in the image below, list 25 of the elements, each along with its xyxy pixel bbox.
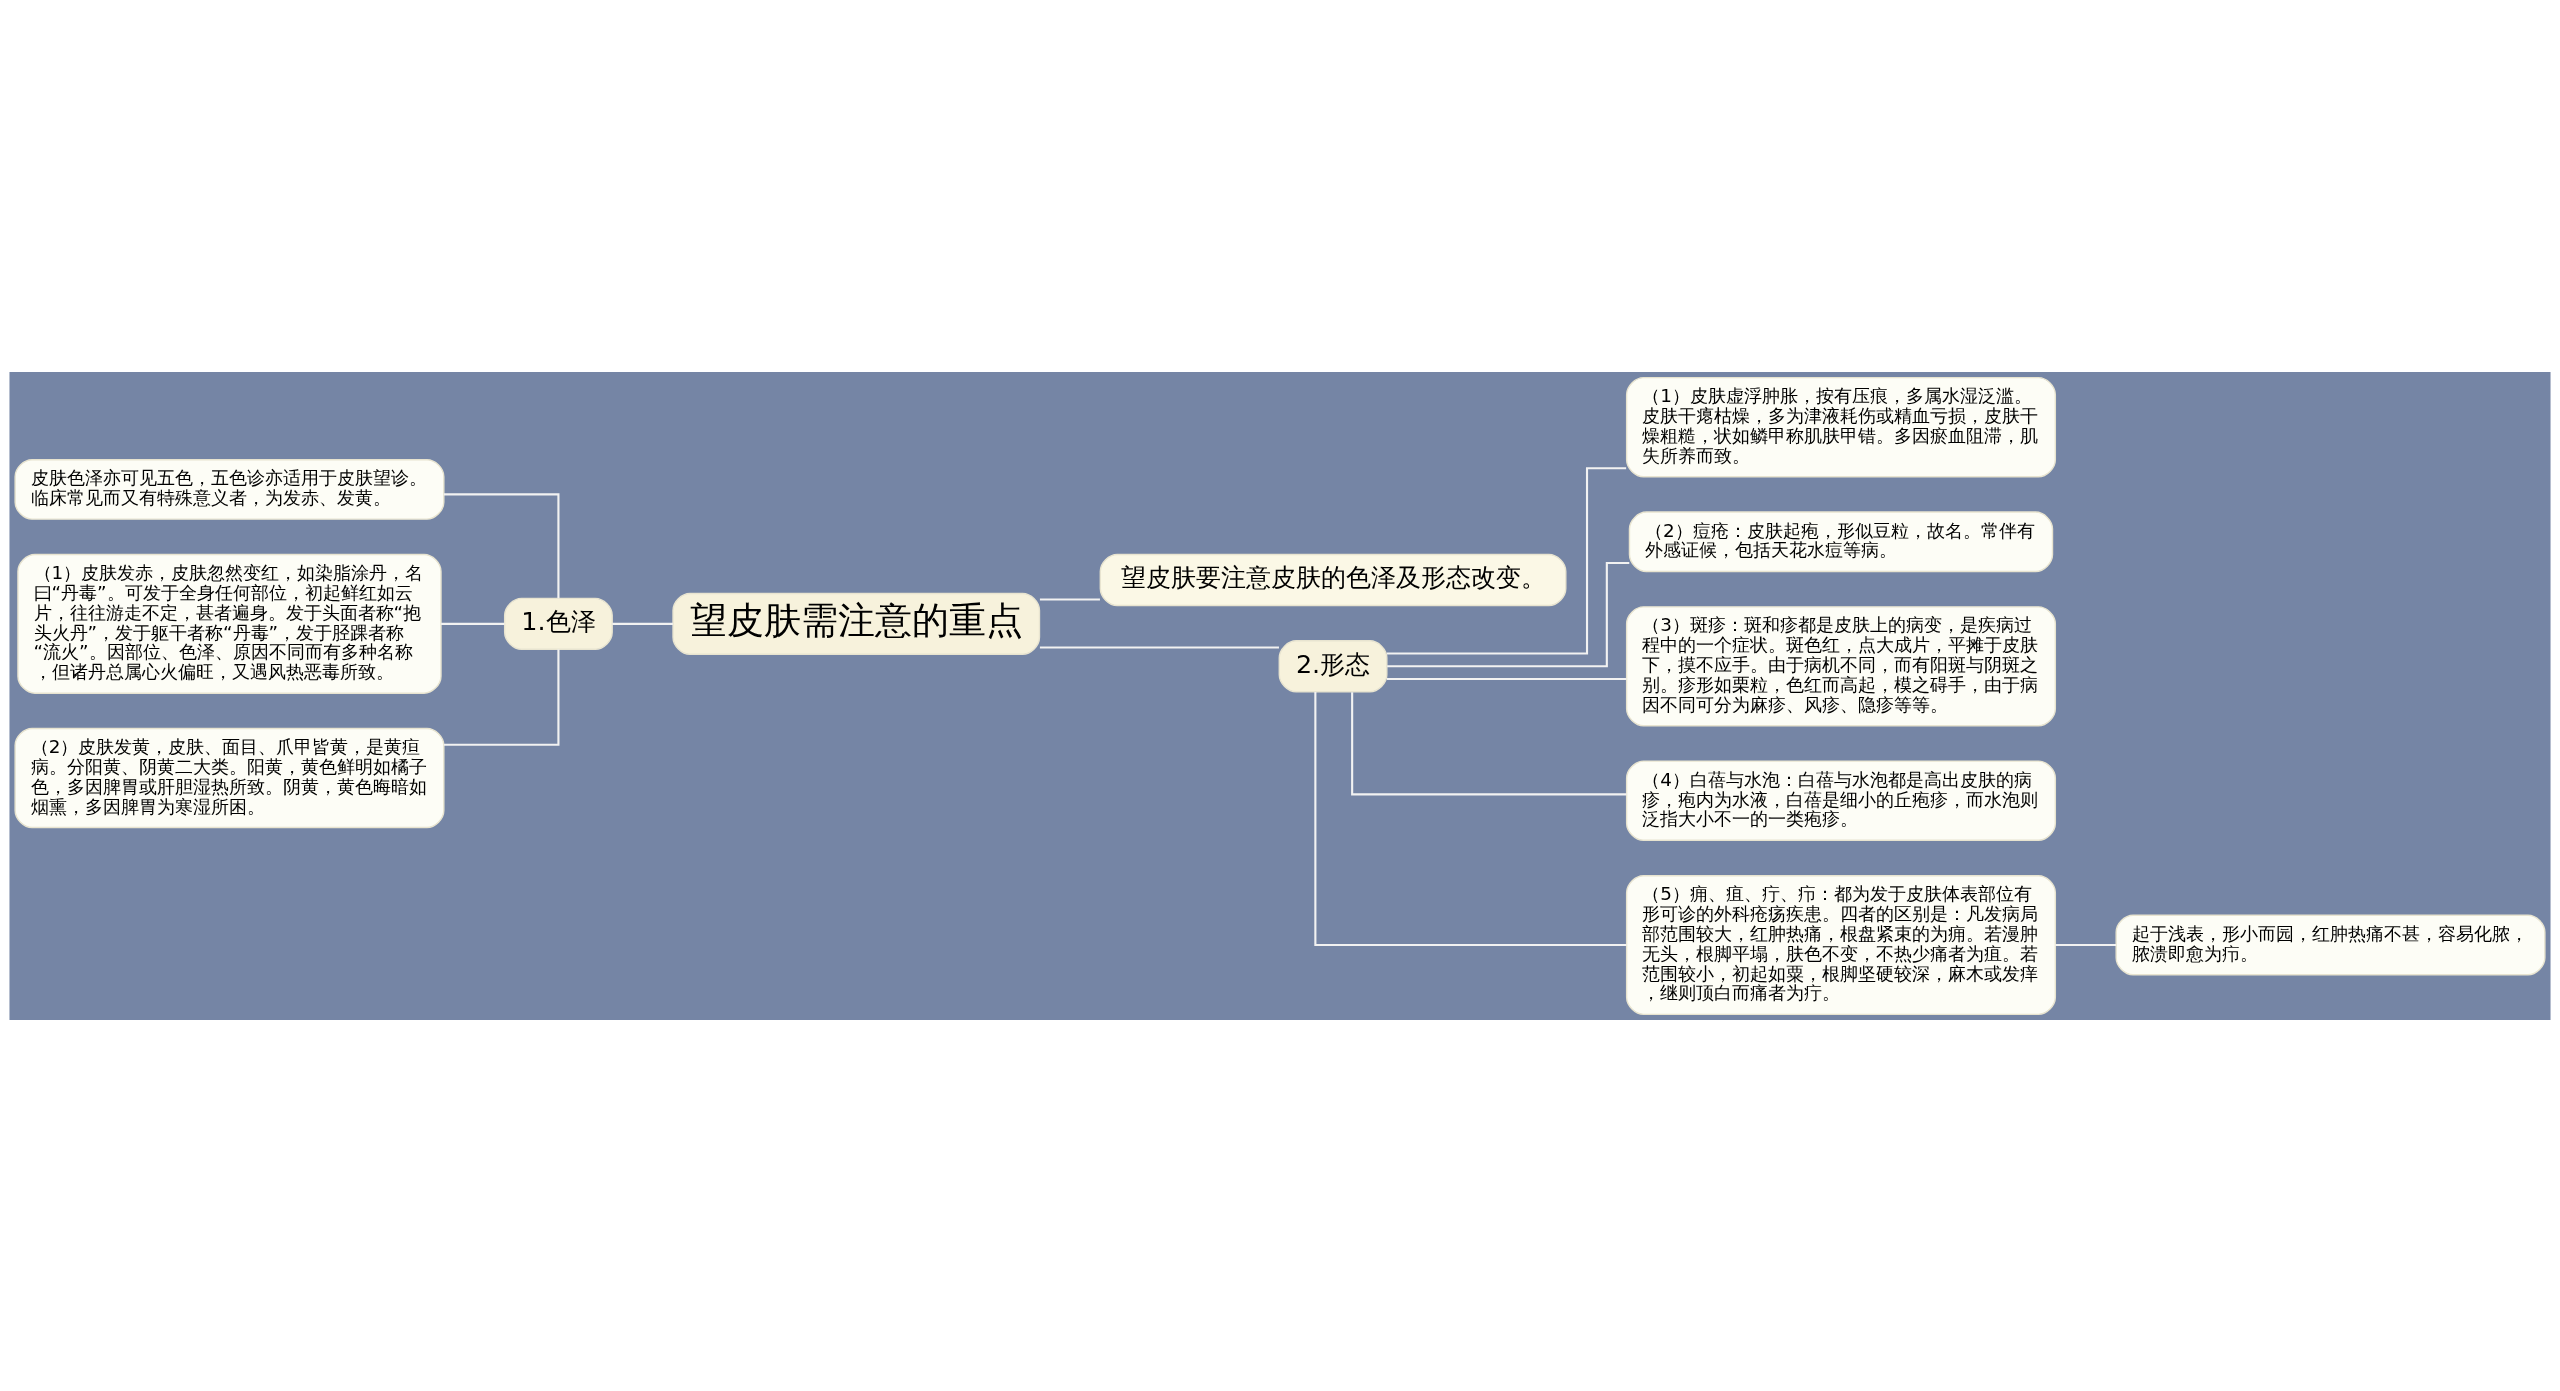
- connector: [1039, 597, 1100, 600]
- connector: [1386, 677, 1627, 680]
- node-box: 望皮肤需注意的重点: [672, 592, 1041, 655]
- node-box: 2.形态: [1278, 639, 1388, 692]
- node-box: （2）痘疮：皮肤起疱，形似豆粒，故名。常伴有外感证候，包括天花水痘等病。: [1628, 510, 2054, 572]
- connector: [443, 492, 560, 598]
- node-box: 皮肤色泽亦可见五色，五色诊亦适用于皮肤望诊。临床常见而又有特殊意义者，为发赤、发黄。: [14, 458, 445, 520]
- connector: [1351, 691, 1627, 795]
- connector: [1387, 561, 1630, 667]
- connector: [1314, 691, 1627, 946]
- node-box: 1.色泽: [503, 597, 613, 650]
- node-box: 望皮肤要注意皮肤的色泽及形态改变。: [1099, 553, 1567, 606]
- connector: [2055, 943, 2117, 946]
- connector: [1039, 646, 1279, 649]
- connector: [441, 622, 505, 625]
- node-box: （5）痈、疽、疔、疖：都为发于皮肤体表部位有形可诊的外科疮疡疾患。四者的区别是：凡发病局部范围较大，红肿热痛，根盘紧束的为痈。若漫肿无头，根脚平塌，肤色不变，不热少痛者为疽。若范围较小，初起如粟，根脚坚硬较深，麻木或发痒，继则顶白而痛者为疔。: [1625, 874, 2057, 1015]
- connector: [1386, 466, 1627, 655]
- node-box: （2）皮肤发黄，皮肤、面目、爪甲皆黄，是黄疸病。分阳黄、阴黄二大类。阳黄，黄色鲜明如橘子色，多因脾胃或肝胆湿热所致。阴黄，黄色晦暗如烟熏，多因脾胃为寒湿所困。: [14, 727, 445, 828]
- node-box: （4）白蓓与水泡：白蓓与水泡都是高出皮肤的病疹，疱内为水液，白蓓是细小的丘疱疹，而水泡则泛指大小不一的一类疱疹。: [1625, 759, 2057, 841]
- node-box: （1）皮肤发赤，皮肤忽然变红，如染脂涂丹，名曰“丹毒”。可发于全身任何部位，初起鲜红如云片，往往游走不定，甚者遍身。发于头面者称“抱头火丹”，发于躯干者称“丹毒”，发于胫踝者称“流火”。因部位、色泽、原因不同而有多种名称，但诸丹总属心火偏旺，又遇风热恶毒所致。: [17, 553, 442, 694]
- connector: [612, 622, 673, 625]
- connector: [443, 649, 560, 746]
- node-box: （3）斑疹：斑和疹都是皮肤上的病变，是疾病过程中的一个症状。斑色红，点大成片，平摊于皮肤下，摸不应手。由于病机不同，而有阳斑与阴斑之别。疹形如栗粒，色红而高起，模之碍手，由于病因不同可分为麻疹、风疹、隐疹等等。: [1625, 605, 2057, 726]
- node-box: （1）皮肤虚浮肿胀，按有压痕，多属水湿泛滥。皮肤干瘪枯燥，多为津液耗伤或精血亏损，皮肤干燥粗糙，状如鳞甲称肌肤甲错。多因瘀血阻滞，肌失所养而致。: [1625, 376, 2057, 477]
- node-box: 起于浅表，形小而园，红肿热痛不甚，容易化脓，脓溃即愈为疖。: [2115, 914, 2546, 975]
